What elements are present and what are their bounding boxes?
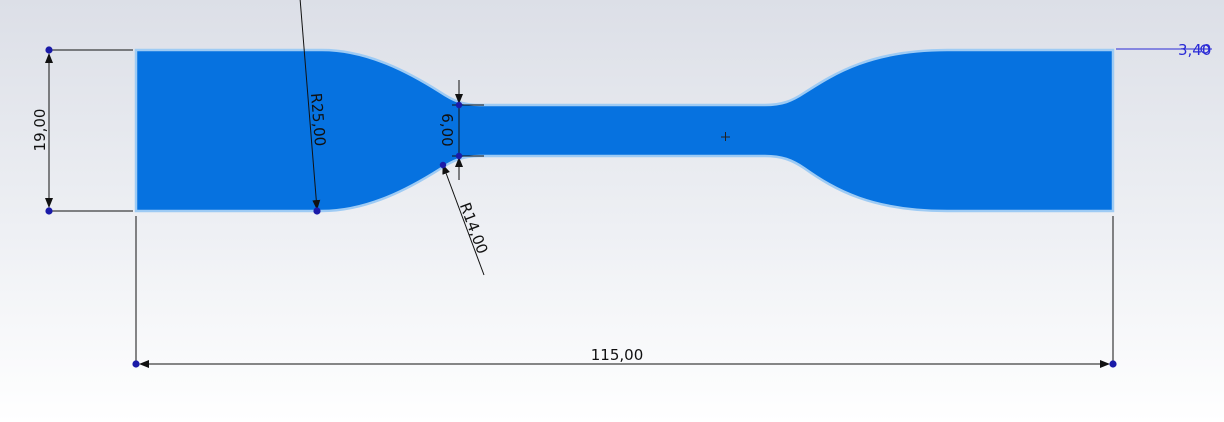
shoulder-radius-large-dimension[interactable]: R25,00 [307, 92, 329, 147]
sketch-endpoints[interactable] [45, 46, 1117, 368]
grip-width-dimension[interactable]: 19,00 [31, 109, 49, 152]
sketch-origin-marker [721, 132, 730, 141]
shoulder-radius-small-leader[interactable] [442, 164, 485, 276]
thickness-leader-endpoint[interactable] [1200, 44, 1210, 54]
endpoint-dot-gauge-bottom [455, 152, 463, 160]
overall-length-dimension[interactable]: 115,00 [591, 346, 644, 364]
thickness-dimension[interactable]: 3,40 [1178, 41, 1211, 59]
endpoint-dot-radius-large [313, 207, 321, 215]
shoulder-radius-large-leader[interactable] [299, 0, 321, 210]
endpoint-dot-gauge-top [455, 101, 463, 109]
endpoint-dot-radius-small [439, 161, 447, 169]
endpoint-dot-length-right [1109, 360, 1117, 368]
endpoint-dot-grip-top [45, 46, 53, 54]
endpoint-dot-length-left [132, 360, 140, 368]
gauge-width-dimension[interactable]: 6,00 [438, 113, 456, 146]
endpoint-dot-grip-bottom [45, 207, 53, 215]
